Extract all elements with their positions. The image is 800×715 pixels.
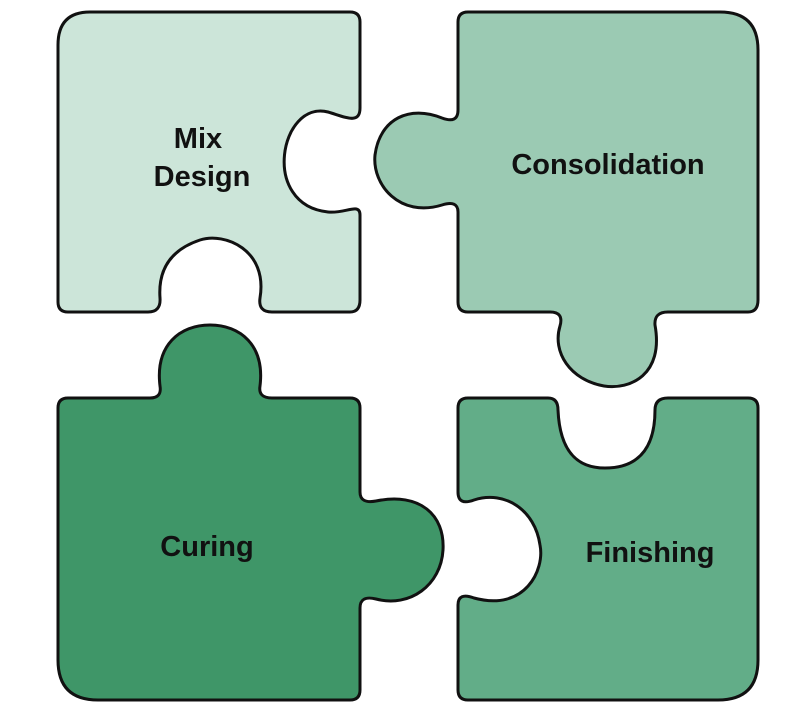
piece-label-mix-design-line-2: Design [154, 161, 251, 193]
piece-label-finishing: Finishing [586, 537, 715, 569]
piece-label-curing-line-1: Curing [160, 531, 253, 563]
puzzle-piece-finishing: Finishing [456, 396, 760, 702]
puzzle-piece-consolidation: Consolidation [373, 10, 760, 389]
piece-label-curing: Curing [160, 531, 253, 563]
piece-label-mix-design: Mix Design [154, 123, 251, 193]
puzzle-piece-curing: Curing [56, 323, 445, 702]
puzzle-piece-curing-shape [56, 323, 445, 702]
puzzle-piece-mix-design: Mix Design [56, 10, 362, 314]
puzzle-piece-mix-design-shape [56, 10, 362, 314]
piece-label-consolidation: Consolidation [511, 149, 704, 181]
piece-label-mix-design-line-1: Mix [174, 123, 222, 155]
puzzle-piece-finishing-shape [456, 396, 760, 702]
piece-label-finishing-line-1: Finishing [586, 537, 715, 569]
piece-label-consolidation-line-1: Consolidation [511, 149, 704, 181]
puzzle-piece-consolidation-shape [373, 10, 760, 389]
